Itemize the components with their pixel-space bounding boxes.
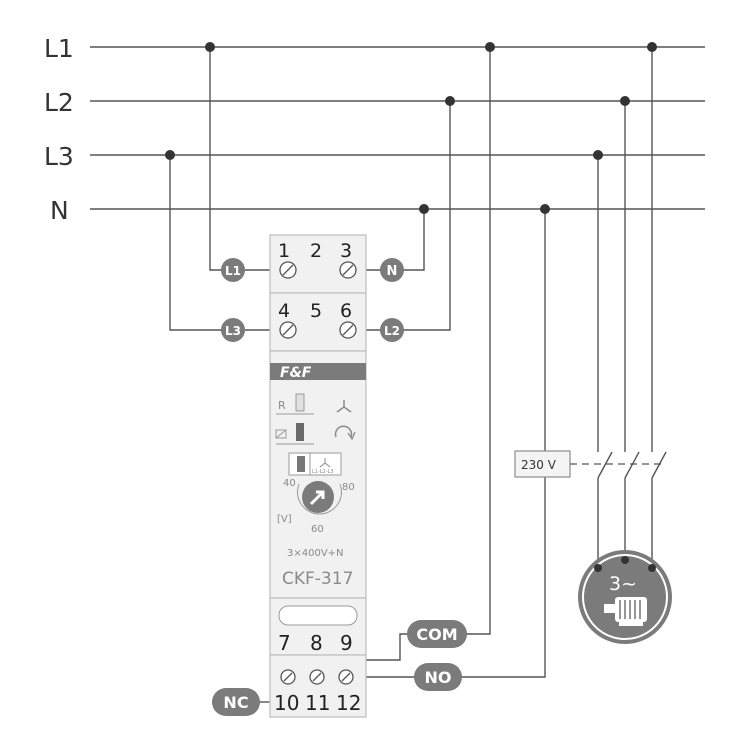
brand-logo: F&F	[280, 365, 312, 381]
screw-terminal-icon	[309, 669, 325, 685]
contact-blade-l1	[651, 451, 667, 479]
svg-text:COM: COM	[416, 625, 457, 644]
unit-label: [V]	[277, 514, 292, 525]
contact-blade-l3	[597, 451, 613, 479]
svg-text:NO: NO	[425, 668, 452, 687]
junction-dot	[620, 96, 630, 106]
terminal-number: 10	[274, 691, 299, 715]
wire-n-to-terminal-3	[400, 209, 425, 271]
phase-sequence-label: L1-L2-L3	[312, 469, 334, 475]
terminal-number: 4	[278, 300, 290, 322]
line-label-l3: L3	[44, 142, 74, 171]
terminal-number: 12	[336, 691, 361, 715]
phase-sequence-icon	[319, 458, 331, 468]
junction-dot	[419, 204, 429, 214]
badge-n: N	[380, 258, 404, 282]
fault-icon	[275, 429, 287, 439]
wire-l3-to-terminal-4	[169, 155, 230, 331]
coil-box	[514, 450, 571, 478]
terminal-number: 11	[305, 691, 330, 715]
wire-no-out	[460, 477, 546, 678]
led-r	[295, 393, 305, 412]
rating-label: 3×400V+N	[287, 548, 344, 559]
led-fault	[296, 423, 304, 441]
screw-terminal-icon	[280, 669, 296, 685]
badge-no: NO	[414, 663, 462, 691]
relay-device: 1 2 3 4 5 6 7 8 9 10 11 12 F&F R	[269, 234, 367, 718]
badge-com: COM	[407, 620, 467, 648]
line-label-l2: L2	[44, 88, 74, 117]
junction-dot	[540, 204, 550, 214]
scale-max-label: 80	[342, 482, 355, 493]
mode-switch-knob	[297, 456, 305, 472]
junction-dot	[165, 150, 175, 160]
knob-scale-arc	[297, 483, 342, 515]
scale-min-label: 40	[283, 478, 296, 489]
badge-l3: L3	[221, 318, 245, 342]
terminal-number: 1	[278, 240, 290, 262]
terminal-number: 7	[278, 631, 291, 655]
screw-terminal-icon	[339, 321, 357, 339]
junction-dot	[647, 42, 657, 52]
brand-bar	[270, 363, 366, 380]
junction-dot	[205, 42, 215, 52]
coil-voltage-label: 230 V	[521, 458, 557, 472]
svg-text:L1: L1	[225, 264, 241, 278]
motor-icon	[604, 597, 647, 626]
badge-nc: NC	[212, 688, 260, 716]
scale-mid-label: 60	[311, 524, 324, 535]
screw-terminal-icon	[279, 261, 297, 279]
terminal-number: 8	[310, 631, 323, 655]
model-label: CKF-317	[282, 569, 353, 589]
terminal-number: 6	[340, 300, 352, 322]
three-phase-icon	[336, 400, 352, 413]
wire-l1-to-terminal-1	[209, 47, 230, 271]
junction-dot	[445, 96, 455, 106]
svg-text:N: N	[387, 264, 398, 279]
badge-l2: L2	[380, 318, 404, 342]
junction-dot	[593, 150, 603, 160]
terminal-number: 3	[340, 240, 352, 262]
motor-label: 3~	[609, 573, 637, 595]
svg-text:NC: NC	[223, 693, 248, 712]
screw-terminal-icon	[338, 669, 354, 685]
rotation-icon	[334, 425, 356, 441]
r-indicator-label: R	[278, 399, 286, 412]
terminal-block-bottom-2	[269, 654, 367, 718]
badge-l1: L1	[221, 258, 245, 282]
junction-dot	[485, 42, 495, 52]
screw-terminal-icon	[279, 321, 297, 339]
motor-symbol: 3~	[578, 550, 672, 644]
contact-blade-l2	[624, 451, 640, 479]
terminal-number: 2	[310, 240, 322, 262]
line-label-l1: L1	[44, 34, 74, 63]
svg-text:L3: L3	[225, 324, 241, 338]
wire-com-to-l1	[466, 47, 491, 635]
wire-l2-to-terminal-6	[400, 101, 451, 331]
terminal-number: 9	[340, 631, 353, 655]
svg-text:L2: L2	[384, 324, 400, 338]
line-label-n: N	[50, 196, 69, 225]
terminal-number: 5	[310, 300, 322, 322]
knob-arrow-icon	[309, 490, 325, 506]
label-window	[278, 605, 358, 626]
screw-terminal-icon	[339, 261, 357, 279]
